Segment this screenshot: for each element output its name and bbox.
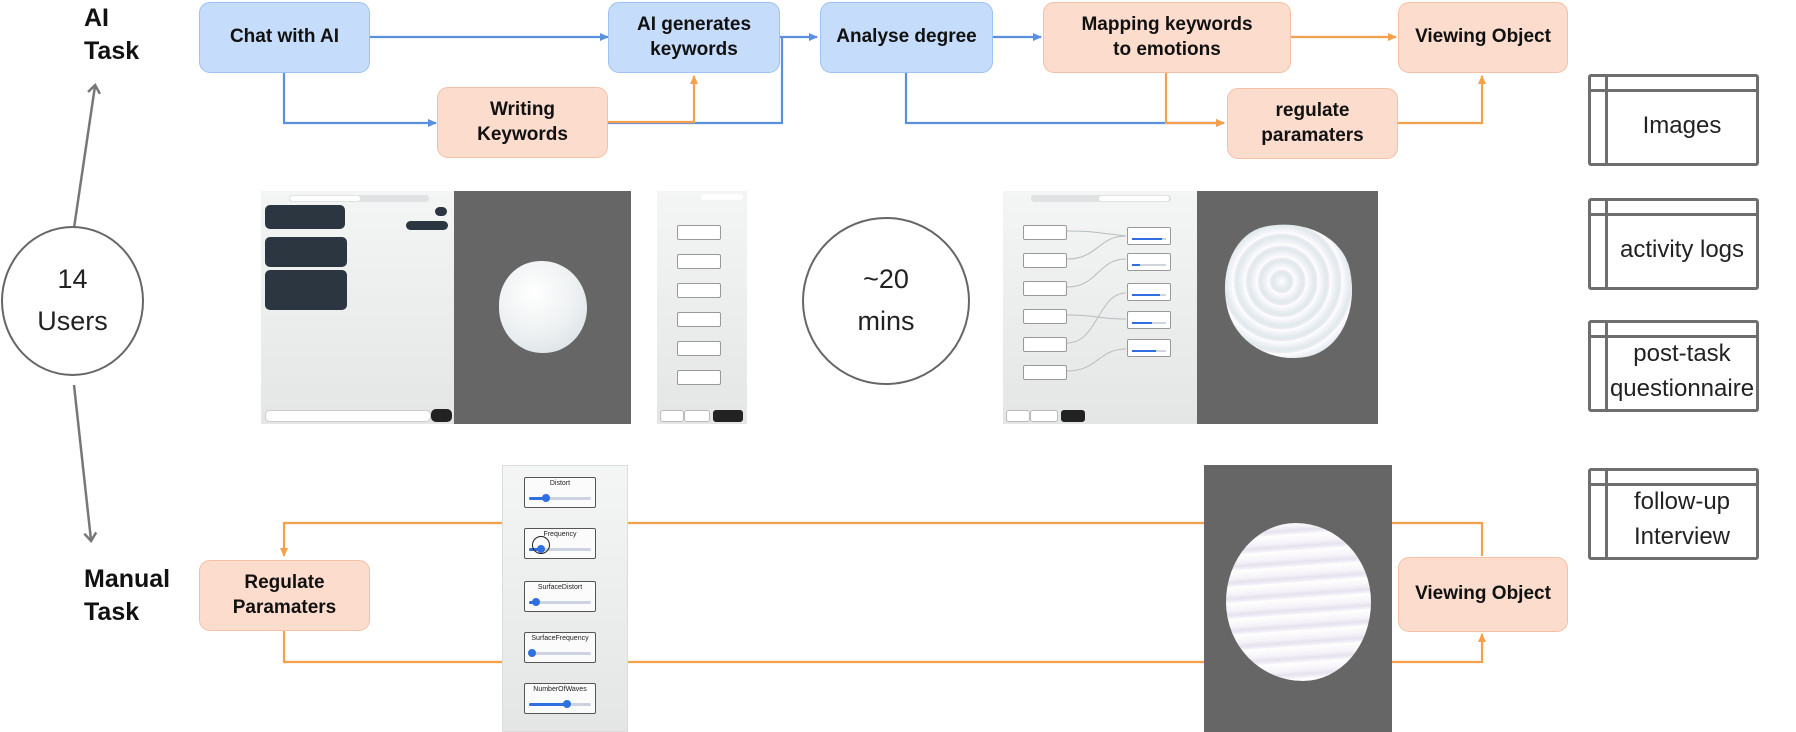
node-analyse-degree: Analyse degree: [820, 2, 993, 73]
arrow-mapping-to-regulate: [1164, 73, 1225, 127]
node-viewing-object-manual: Viewing Object: [1398, 557, 1568, 632]
output-box-interview: follow-up Interview: [1588, 468, 1759, 560]
slider-knob[interactable]: [528, 649, 536, 657]
slider-card[interactable]: NumberOfWaves: [524, 683, 596, 714]
slider-fill: [529, 703, 567, 706]
slider-label: NumberOfWaves: [533, 686, 587, 693]
node-mapping-keywords: Mapping keywords to emotions: [1043, 2, 1291, 73]
arrow-viewing-back-to-regulate: [280, 521, 1484, 557]
slider-knob[interactable]: [563, 700, 571, 708]
mapping-interface-screenshot: [1003, 191, 1197, 424]
node-viewing-object-ai: Viewing Object: [1398, 2, 1568, 73]
node-ai-generates-keywords: AI generates keywords: [608, 2, 780, 73]
manual-orange-arrows: [280, 521, 1486, 664]
arrow-regulate-to-viewing: [1398, 75, 1486, 125]
output-box-activity-logs: activity logs: [1588, 198, 1759, 290]
object-preview-screenshot-2: [1197, 191, 1378, 424]
node-writing-keywords: Writing Keywords: [437, 87, 608, 158]
node-regulate-paramaters-ai: regulate paramaters: [1227, 88, 1398, 159]
user-arrows: [72, 82, 102, 544]
arrow-users-to-ai-task: [72, 82, 102, 229]
object-preview-screenshot-1: [454, 191, 631, 424]
output-label: Images: [1642, 111, 1722, 139]
duration-circle: ~20 mins: [802, 217, 970, 385]
slider-fill: [529, 497, 546, 500]
arrow-chat-to-writing: [282, 73, 437, 127]
output-label: follow-up Interview: [1633, 488, 1731, 550]
arrow-users-to-manual-task: [72, 384, 98, 544]
slider-card[interactable]: SurfaceFrequency: [524, 632, 596, 663]
slider-knob[interactable]: [542, 494, 550, 502]
slider-label: SurfaceDistort: [537, 584, 583, 591]
output-box-images: Images: [1588, 74, 1759, 166]
slider-knob[interactable]: [532, 598, 540, 606]
node-chat-with-ai: Chat with AI: [199, 2, 370, 73]
slider-label: SurfaceFrequency: [531, 635, 589, 642]
arrow-writing-to-ai-generates: [608, 75, 698, 124]
keyword-list-screenshot: [657, 191, 747, 424]
ai-task-label: AI Task: [84, 4, 140, 65]
slider-card[interactable]: Frequency: [524, 528, 596, 559]
chat-interface-screenshot: [261, 191, 454, 424]
hand-cursor-icon: [532, 536, 550, 554]
slider-card[interactable]: SurfaceDistort: [524, 581, 596, 612]
slider-label: Distort: [549, 480, 571, 487]
slider-label: Frequency: [543, 531, 577, 538]
parameter-slider-panel: Distort Frequency SurfaceDistort Surface…: [502, 465, 628, 732]
output-label: post-task questionnaire: [1609, 340, 1755, 402]
object-preview-manual: [1204, 465, 1392, 732]
output-label: activity logs: [1619, 235, 1745, 263]
arrow-analyse-to-regulate: [904, 73, 1225, 127]
slider-card[interactable]: Distort: [524, 477, 596, 508]
manual-task-label: Manual Task: [84, 565, 171, 626]
users-count-circle: 14 Users: [1, 226, 144, 376]
arrow-regulate-to-viewing-manual: [282, 630, 1486, 664]
output-box-questionnaire: post-task questionnaire: [1588, 320, 1759, 412]
ai-orange-arrows: [608, 33, 1486, 127]
node-regulate-paramaters-manual: Regulate Paramaters: [199, 560, 370, 631]
